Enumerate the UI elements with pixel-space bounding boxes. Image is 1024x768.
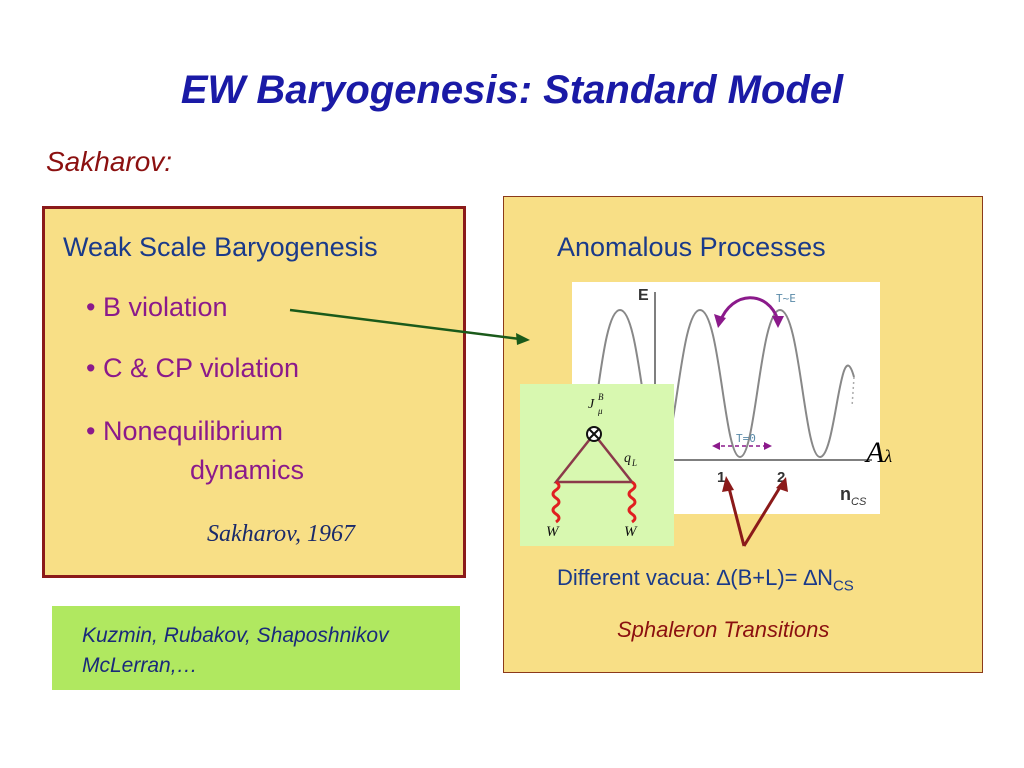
w-right-label: W xyxy=(624,524,638,540)
a-lambda-sub: λ xyxy=(884,446,893,466)
vacua-main: Different vacua: ∆(B+L)= ∆N xyxy=(557,565,833,590)
bullet-dynamics: dynamics xyxy=(190,455,305,485)
bullet-cp-violation: • C & CP violation xyxy=(86,353,300,383)
quark-sub: L xyxy=(631,458,637,468)
tick-label-1: 1 xyxy=(717,469,725,486)
vacua-sub: CS xyxy=(832,577,854,595)
bullet-b-violation: • B violation xyxy=(86,292,228,322)
plot-x-label-sub: CS xyxy=(851,496,867,508)
w-left-label: W xyxy=(546,524,560,540)
periodic-potential-curve xyxy=(581,308,855,459)
w-boson-right-line xyxy=(627,480,637,524)
references-line-1: Kuzmin, Rubakov, Shaposhnikov xyxy=(82,624,389,647)
sakharov-citation: Sakharov, 1967 xyxy=(207,521,355,547)
sakharov-label: Sakharov: xyxy=(46,146,173,177)
triangle-anomaly-diagram: J B μ q L W W xyxy=(520,384,674,546)
weak-scale-heading: Weak Scale Baryogenesis xyxy=(63,232,378,262)
slide-title: EW Baryogenesis: Standard Model xyxy=(180,68,844,112)
references-box xyxy=(52,606,460,690)
tick-label-2: 2 xyxy=(777,469,785,486)
different-vacua-text: Different vacua: ∆(B+L)= ∆NCS xyxy=(557,565,854,594)
a-lambda-main: A xyxy=(866,436,885,469)
current-sub: μ xyxy=(597,406,603,416)
t-zero-label: T=0 xyxy=(736,432,756,445)
a-lambda-label: Aλ xyxy=(866,436,892,470)
t-e-label: T~E xyxy=(776,292,796,305)
plot-x-label: n xyxy=(840,484,851,504)
weak-scale-box xyxy=(42,206,466,578)
anomalous-heading: Anomalous Processes xyxy=(557,232,826,262)
plot-y-label: E xyxy=(638,287,649,304)
t-e-arc-arrow xyxy=(718,296,780,323)
quark-label: q xyxy=(624,451,631,466)
fermion-loop xyxy=(553,431,635,484)
bullet-nonequilibrium: • Nonequilibrium xyxy=(86,416,284,446)
sphaleron-transitions-text: Sphaleron Transitions xyxy=(617,617,830,642)
w-boson-left-line xyxy=(551,480,561,524)
current-sup: B xyxy=(598,392,604,402)
current-label: J xyxy=(588,397,595,412)
references-line-2: McLerran,… xyxy=(82,654,198,677)
